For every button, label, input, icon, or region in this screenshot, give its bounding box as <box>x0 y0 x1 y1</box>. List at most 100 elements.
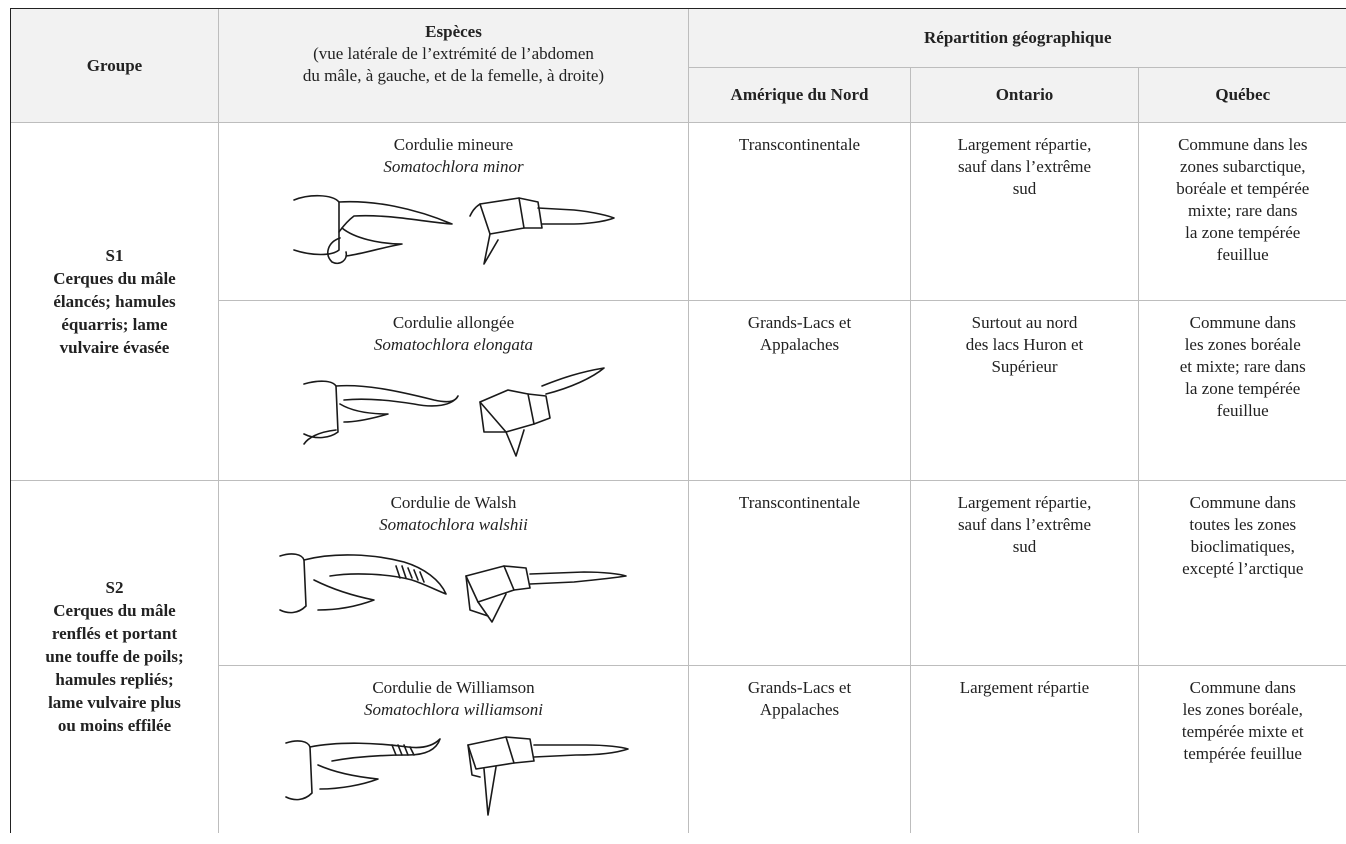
distribution-text: Transcontinentale <box>738 493 861 512</box>
group-description-line: équarris; lame <box>61 315 168 334</box>
ontario-cell: Largement répartie, sauf dans l’extrême … <box>910 480 1139 666</box>
species-cell: Cordulie de Walsh Somatochlora walshii <box>218 480 689 666</box>
text-line: excepté l’arctique <box>1182 559 1304 578</box>
distribution-text: Transcontinentale <box>738 135 861 154</box>
text-line: les zones boréale, <box>1182 700 1303 719</box>
species-cell: Cordulie mineure Somatochlora minor <box>218 122 689 301</box>
text-line: les zones boréale <box>1184 335 1301 354</box>
ontario-cell: Largement répartie <box>910 665 1139 833</box>
group-description-line: vulvaire évasée <box>59 338 170 357</box>
quebec-cell: Commune dans les zones boréale et mixte;… <box>1137 300 1346 481</box>
especes-header-subtitle-2: du mâle, à gauche, et de la femelle, à d… <box>302 66 605 85</box>
group-description-line: une touffe de poils; <box>45 647 184 667</box>
table-row: S2 Cerques du mâle renflés et portant un… <box>10 480 1346 833</box>
text-line: la zone tempérée <box>1185 379 1301 398</box>
distribution-text: Largement répartie <box>959 678 1090 697</box>
species-latin-name: Somatochlora elongata <box>373 335 534 354</box>
quebec-cell: Commune dans toutes les zones bioclimati… <box>1137 480 1346 666</box>
species-cell: Cordulie de Williamson Somatochlora will… <box>218 665 689 833</box>
text-line: la zone tempérée <box>1185 223 1301 242</box>
quebec-cell: Commune dans les zones boréale, tempérée… <box>1137 665 1346 833</box>
ontario-cell: Largement répartie, sauf dans l’extrême … <box>910 122 1139 301</box>
especes-header-subtitle-1: (vue latérale de l’extrémité de l’abdome… <box>313 44 594 63</box>
group-description-line: lame vulvaire plus <box>48 693 181 713</box>
table-row: Cordulie de Williamson Somatochlora will… <box>11 665 1346 833</box>
quebec-header: Québec <box>1137 67 1346 123</box>
group-description-line: Cerques du mâle <box>53 601 176 621</box>
text-line: feuillue <box>1216 245 1269 264</box>
text-line: Commune dans <box>1189 678 1296 697</box>
species-common-name: Cordulie allongée <box>392 313 515 332</box>
group-description-line: ou moins effilée <box>57 716 172 736</box>
amerique-header: Amérique du Nord <box>688 67 911 123</box>
table-row: S1 Cerques du mâle élancés; hamules équa… <box>10 122 1346 481</box>
text-line: tempérée feuillue <box>1183 744 1302 763</box>
table-row: Cordulie allongée Somatochlora elongata … <box>11 300 1346 481</box>
text-line: Appalaches <box>759 335 840 354</box>
text-line: tempérée mixte et <box>1181 722 1304 741</box>
amerique-header-label: Amérique du Nord <box>730 85 869 104</box>
distribution-text: Commune dans les zones boréale et mixte;… <box>1139 301 1346 422</box>
text-line: Largement répartie, <box>957 135 1092 154</box>
abdomen-tip-drawing-icon <box>292 194 615 265</box>
text-line: mixte; rare dans <box>1188 201 1298 220</box>
group-code: S1 <box>105 246 124 265</box>
group-description-line: renflés et portant <box>51 624 178 644</box>
group-description-line: hamules repliés; <box>55 670 174 690</box>
group-code: S2 <box>105 578 124 598</box>
text-line: sauf dans l’extrême <box>957 515 1092 534</box>
text-line: Supérieur <box>991 357 1058 376</box>
north-america-cell: Grands-Lacs et Appalaches <box>688 300 911 481</box>
quebec-cell: Commune dans les zones subarctique, boré… <box>1137 122 1346 301</box>
ontario-header-label: Ontario <box>995 85 1054 104</box>
distribution-text: Commune dans toutes les zones bioclimati… <box>1139 481 1346 580</box>
ontario-header: Ontario <box>910 67 1139 123</box>
text-line: boréale et tempérée <box>1176 179 1310 198</box>
text-line: Commune dans <box>1189 493 1296 512</box>
especes-header-title: Espèces <box>425 22 482 41</box>
distribution-text: Largement répartie, sauf dans l’extrême … <box>911 123 1138 200</box>
abdomen-tip-drawing-icon <box>278 553 627 623</box>
ontario-cell: Surtout au nord des lacs Huron et Supéri… <box>910 300 1139 481</box>
distribution-text: Grands-Lacs et Appalaches <box>689 301 910 356</box>
distribution-text: Surtout au nord des lacs Huron et Supéri… <box>911 301 1138 378</box>
species-common-name: Cordulie de Walsh <box>390 493 517 512</box>
text-line: bioclimatiques, <box>1190 537 1295 556</box>
especes-header: Espèces (vue latérale de l’extrémité de … <box>218 8 689 123</box>
group-s1-cell: S1 Cerques du mâle élancés; hamules équa… <box>10 122 219 481</box>
distribution-text: Grands-Lacs et Appalaches <box>689 666 910 721</box>
group-s2-cell: S2 Cerques du mâle renflés et portant un… <box>10 480 219 833</box>
groupe-header-label: Groupe <box>86 55 143 75</box>
species-latin-name: Somatochlora minor <box>383 157 524 176</box>
quebec-header-label: Québec <box>1215 85 1271 104</box>
species-latin-name: Somatochlora williamsoni <box>364 700 543 719</box>
text-line: Appalaches <box>759 700 840 719</box>
text-line: sauf dans l’extrême <box>957 157 1092 176</box>
species-latin-name: Somatochlora walshii <box>379 515 528 534</box>
species-common-name: Cordulie de Williamson <box>372 678 535 697</box>
text-line: Grands-Lacs et <box>747 313 852 332</box>
species-distribution-table: Groupe Espèces (vue latérale de l’extrém… <box>10 8 1346 833</box>
text-line: sud <box>1012 179 1037 198</box>
north-america-cell: Grands-Lacs et Appalaches <box>688 665 911 833</box>
text-line: et mixte; rare dans <box>1179 357 1306 376</box>
distribution-text: Commune dans les zones subarctique, boré… <box>1139 123 1346 266</box>
text-line: des lacs Huron et <box>965 335 1084 354</box>
distribution-text: Commune dans les zones boréale, tempérée… <box>1139 666 1346 765</box>
group-description-line: Cerques du mâle <box>53 269 176 288</box>
north-america-cell: Transcontinentale <box>688 122 911 301</box>
text-line: feuillue <box>1216 401 1269 420</box>
text-line: Largement répartie, <box>957 493 1092 512</box>
repartition-header: Répartition géographique <box>687 8 1346 68</box>
text-line: sud <box>1012 537 1037 556</box>
repartition-header-label: Répartition géographique <box>924 28 1112 47</box>
species-cell: Cordulie allongée Somatochlora elongata <box>218 300 689 481</box>
text-line: Surtout au nord <box>971 313 1078 332</box>
species-common-name: Cordulie mineure <box>393 135 514 154</box>
abdomen-tip-drawing-icon <box>284 736 629 816</box>
north-america-cell: Transcontinentale <box>688 480 911 666</box>
text-line: zones subarctique, <box>1179 157 1306 176</box>
groupe-header: Groupe <box>10 8 219 123</box>
text-line: Commune dans <box>1189 313 1296 332</box>
text-line: Commune dans les <box>1178 135 1308 154</box>
